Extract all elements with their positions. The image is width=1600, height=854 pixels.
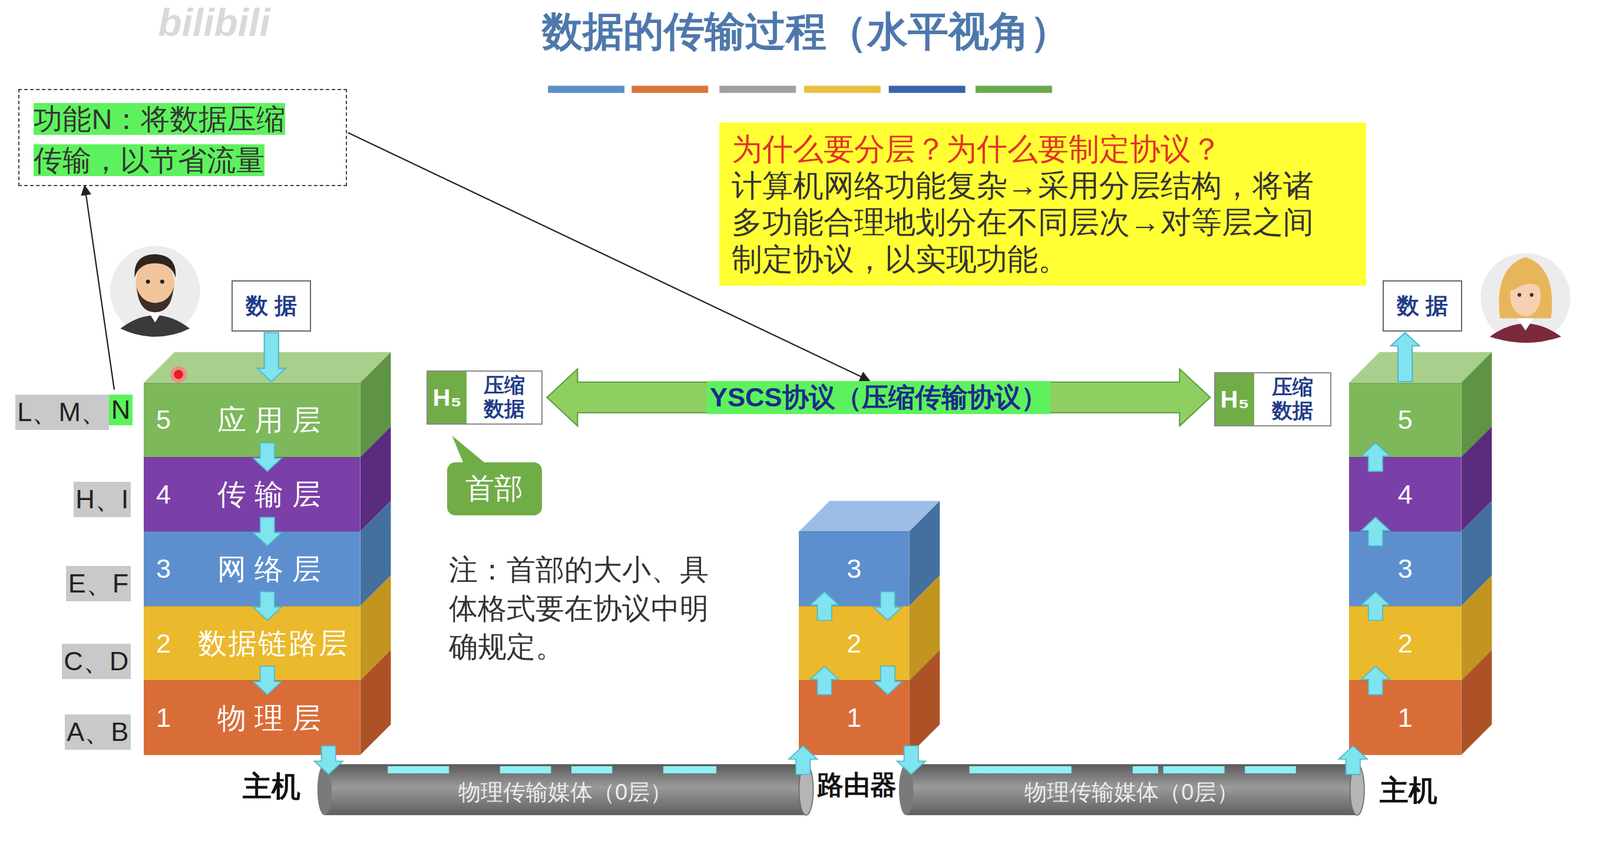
data-box: 数据 [231, 280, 312, 332]
question-box: 为什么要分层？为什么要制定协议？计算机网络功能复杂→采用分层结构，将诸 多功能合… [719, 122, 1367, 286]
function-letters: H、I [73, 481, 131, 518]
callout-bubble: 首部 [447, 462, 542, 516]
bubble-tail [451, 435, 488, 466]
flow-arrow [256, 332, 286, 382]
flow-arrow [1390, 332, 1420, 382]
protocol-layer: 5应用层 [143, 382, 360, 458]
note-text: 功能N：将数据压缩 传输，以节省流量 [33, 103, 286, 177]
note-text: 注：首部的大小、具 体格式要在协议中明 确规定。 [448, 550, 720, 667]
protocol-layer: 1物理层 [143, 680, 360, 755]
woman-avatar [1480, 253, 1570, 343]
function-letters: N [108, 394, 132, 426]
transmission-medium: 物理传输媒体（0层） [324, 764, 807, 816]
leader-line [84, 185, 115, 390]
pipe [317, 764, 814, 816]
up-arrow [788, 443, 1390, 775]
function-letters: A、B [64, 714, 131, 750]
function-note-box: 功能N：将数据压缩 传输，以节省流量 [18, 88, 347, 187]
header-tag: H₅ [1215, 373, 1255, 426]
router-layer: 1 [798, 680, 909, 755]
device-label: 主机 [242, 767, 301, 806]
watermark: bilibili [157, 0, 270, 45]
title-bars [547, 86, 1053, 94]
protocol-layer: 5 [1349, 382, 1462, 458]
transmission-medium: 物理传输媒体（0层） [906, 764, 1358, 816]
medium-label: 物理传输媒体（0层） [906, 777, 1358, 808]
protocol-layer: 4传输层 [143, 457, 360, 532]
router-stack-faces [798, 501, 940, 756]
layer-number: 5 [1397, 404, 1413, 436]
layer-name: 数据链路层 [186, 624, 360, 663]
layer-name: 物理层 [186, 699, 360, 738]
protocol-layer: 1 [1349, 680, 1462, 755]
layer-number: 5 [143, 404, 187, 436]
data-label: 数据 [1396, 291, 1456, 322]
data-box: 数据 [1382, 280, 1463, 332]
device-label: 路由器 [817, 767, 897, 803]
layer-number: 2 [1397, 628, 1413, 660]
protocol-layer: 2 [1349, 606, 1462, 681]
layer-number: 2 [143, 628, 187, 660]
protocol-layer: 2数据链路层 [143, 606, 360, 681]
layer-name: 网络层 [186, 550, 360, 589]
layer-number: 3 [1397, 553, 1413, 585]
pointer-dot [170, 366, 187, 383]
host-stack-faces [1349, 352, 1493, 756]
layer-number: 1 [143, 702, 187, 734]
down-arrow [253, 443, 926, 775]
layer-name: 传输层 [186, 475, 360, 514]
layer-number: 4 [1397, 479, 1413, 511]
data-label: 数据 [245, 291, 304, 322]
host-stack-faces [143, 352, 391, 756]
protocol-label: YSCS协议（压缩传输协议） [706, 381, 1051, 415]
layer-number: 3 [846, 553, 862, 585]
layer-number: 1 [1397, 702, 1413, 734]
box-body: 计算机网络功能复杂→采用分层结构，将诸 多功能合理地划分在不同层次→对等层之间 … [731, 167, 1319, 278]
man-avatar [110, 246, 200, 337]
protocol-layer: 3 [1349, 531, 1462, 606]
function-letters: C、D [61, 643, 131, 680]
function-letters: L、M、 [15, 394, 109, 431]
header-tag: H₅ [427, 371, 467, 424]
protocol-layer: 4 [1349, 457, 1462, 532]
layer-number: 2 [846, 628, 862, 660]
callout-text: 首部 [465, 469, 524, 508]
layer-number: 1 [846, 702, 862, 734]
layer-number: 4 [143, 479, 187, 511]
pointer-dot [173, 369, 184, 380]
header-packet: H₅ 压缩 数据 [1214, 372, 1332, 427]
protocol-layer: 3网络层 [143, 531, 360, 606]
payload-label: 压缩 数据 [1270, 375, 1315, 423]
pipe [898, 764, 1365, 816]
payload-label: 压缩 数据 [481, 374, 527, 422]
title: 数据的传输过程（水平视角） [428, 4, 1185, 60]
protocol-arrow [546, 368, 1211, 426]
layer-name: 应用层 [186, 401, 360, 440]
layer-number: 3 [143, 553, 187, 585]
box-heading: 为什么要分层？为什么要制定协议？ [731, 130, 1319, 168]
function-letters: E、F [65, 566, 131, 602]
header-packet: H₅ 压缩 数据 [426, 370, 543, 425]
device-label: 主机 [1379, 771, 1438, 811]
medium-label: 物理传输媒体（0层） [324, 777, 807, 808]
